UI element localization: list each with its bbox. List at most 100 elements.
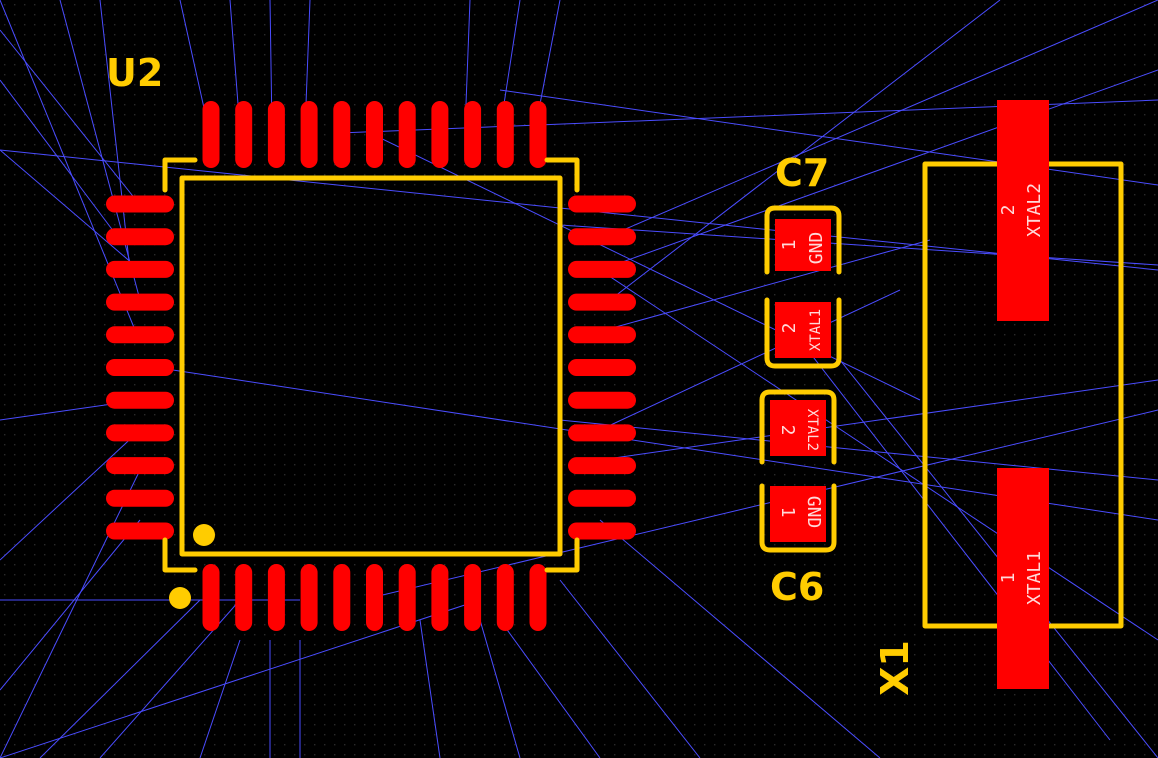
u2-pad-top[interactable] <box>431 101 449 168</box>
c7-pad-1[interactable] <box>775 219 831 271</box>
u2-pad-left[interactable] <box>106 391 174 409</box>
c6-pad-1[interactable] <box>770 486 826 542</box>
u2-pad-bottom[interactable] <box>267 564 285 631</box>
ratsnest-line <box>139 364 1158 521</box>
c6-pad-1-number: 1 <box>777 507 798 518</box>
u2-pad-top[interactable] <box>333 101 351 168</box>
u2-pad-right[interactable] <box>568 293 636 311</box>
u2-pin1-dot-outer <box>169 587 191 609</box>
c7-silk-bottom <box>764 297 842 369</box>
u2-pad-bottom[interactable] <box>235 564 253 631</box>
u2-pad-bottom[interactable] <box>464 564 482 631</box>
u2-pad-top[interactable] <box>496 101 514 168</box>
u2-pad-bottom[interactable] <box>529 564 547 631</box>
ratsnest-line <box>0 469 141 758</box>
u2-pad-right[interactable] <box>568 260 636 278</box>
c6-pad-2-number: 2 <box>777 425 798 436</box>
c6-pad-1-net: GND <box>803 496 824 529</box>
u2-pad-bottom[interactable] <box>398 564 416 631</box>
component-c7[interactable]: 1 GND 2 XTAL1 C7 <box>764 151 842 369</box>
u2-pad-top[interactable] <box>366 101 383 168</box>
u2-silk-corner-tr <box>544 157 580 193</box>
c7-silk-top <box>764 205 842 275</box>
u2-pin1-dot-inner <box>193 524 215 546</box>
ratsnest-line <box>0 29 141 206</box>
u2-refdes: U2 <box>106 51 163 95</box>
c6-silk-bottom <box>759 483 837 553</box>
x1-silk-outline-top <box>922 161 1000 629</box>
u2-pad-bottom[interactable] <box>300 564 318 631</box>
u2-pad-bottom[interactable] <box>366 564 383 631</box>
ratsnest-line <box>59 0 141 301</box>
component-c6[interactable]: 2 XTAL2 1 GND C6 <box>759 389 837 609</box>
ratsnest-line <box>99 0 131 271</box>
ratsnest-line <box>39 599 201 758</box>
u2-pad-right[interactable] <box>568 391 636 409</box>
ratsnest-line <box>0 429 141 561</box>
component-x1[interactable]: 2 XTAL2 1 XTAL1 X1 <box>873 100 1124 696</box>
x1-pad-2-number: 2 <box>998 205 1019 216</box>
u2-pad-left[interactable] <box>106 424 174 442</box>
u2-silk-corner-bl <box>162 537 198 573</box>
u2-body-outline <box>179 175 563 557</box>
ratsnest-line <box>0 79 121 241</box>
u2-pad-left[interactable] <box>106 522 174 540</box>
u2-pad-left[interactable] <box>106 293 174 311</box>
x1-silk-outline-right-top <box>1046 161 1124 629</box>
c6-silk-top <box>759 389 837 465</box>
ratsnest-line <box>559 419 1158 481</box>
component-u2[interactable]: U2 <box>106 51 636 631</box>
u2-pad-top[interactable] <box>235 101 253 168</box>
u2-pad-bottom[interactable] <box>496 564 514 631</box>
u2-pad-bottom[interactable] <box>333 564 351 631</box>
u2-pad-right[interactable] <box>568 195 636 213</box>
c7-pad-2-number: 2 <box>779 323 800 334</box>
u2-pad-left[interactable] <box>106 228 174 246</box>
u2-pad-right[interactable] <box>568 326 636 344</box>
u2-pad-left[interactable] <box>106 359 174 376</box>
c6-pad-2[interactable] <box>770 400 826 456</box>
u2-pad-bottom[interactable] <box>202 564 220 631</box>
u2-pad-right[interactable] <box>568 457 636 475</box>
u2-silk-corner-tl <box>162 157 198 193</box>
u2-pad-bottom[interactable] <box>431 564 449 631</box>
u2-pad-top[interactable] <box>529 101 547 168</box>
u2-pad-right[interactable] <box>568 522 636 540</box>
u2-pad-top[interactable] <box>300 101 318 168</box>
u2-pad-right[interactable] <box>568 489 636 507</box>
ratsnest-line <box>599 289 901 431</box>
u2-pad-top[interactable] <box>202 101 220 168</box>
u2-pad-left[interactable] <box>106 195 174 213</box>
ratsnest-line <box>559 579 701 758</box>
x1-pad-1[interactable] <box>997 468 1049 689</box>
ratsnest-line <box>599 519 881 758</box>
ratsnest-line <box>599 379 1158 461</box>
u2-pad-right[interactable] <box>568 424 636 442</box>
ratsnest-line <box>0 519 141 691</box>
c7-pad-2[interactable] <box>775 302 831 358</box>
ratsnest-line <box>0 149 141 271</box>
u2-pad-top[interactable] <box>267 101 285 168</box>
c7-pad-1-number: 1 <box>779 240 800 251</box>
x1-pad-2[interactable] <box>997 100 1049 321</box>
c6-refdes: C6 <box>770 565 824 609</box>
x1-pad-1-number: 1 <box>998 573 1019 584</box>
u2-pad-right[interactable] <box>568 228 636 246</box>
u2-pads <box>106 101 636 631</box>
ratsnest-line <box>499 619 601 758</box>
ratsnest-line <box>599 0 1158 241</box>
ratsnest-line <box>419 619 441 758</box>
u2-pad-left[interactable] <box>106 489 174 507</box>
u2-pad-top[interactable] <box>464 101 482 168</box>
u2-pad-left[interactable] <box>106 260 174 278</box>
x1-refdes: X1 <box>873 640 917 696</box>
u2-pad-left[interactable] <box>106 457 174 475</box>
u2-pad-top[interactable] <box>398 101 416 168</box>
u2-silk-corner-br <box>544 537 580 573</box>
c7-pad-1-net: GND <box>806 232 827 265</box>
x1-pad-2-net: XTAL2 <box>1024 183 1045 237</box>
u2-pad-right[interactable] <box>568 359 636 376</box>
u2-pad-left[interactable] <box>106 326 174 344</box>
ratsnest-line <box>799 339 1111 741</box>
